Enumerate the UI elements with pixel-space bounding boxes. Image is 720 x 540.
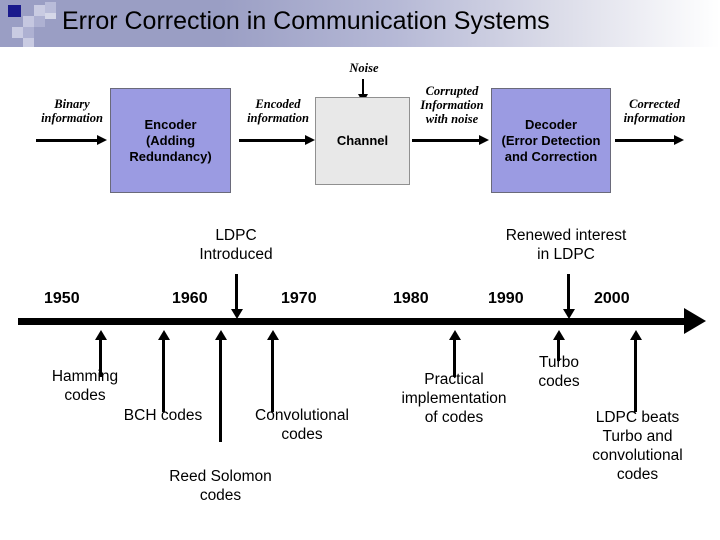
deco-square-3 bbox=[34, 5, 45, 16]
decorative-squares-logo bbox=[8, 2, 64, 47]
timeline-note-renewed-interest-ldpc: Renewed interest in LDPC bbox=[505, 227, 627, 263]
diagram-label-corrupted-information: Corrupted Information with noise bbox=[420, 84, 484, 126]
deco-square-7 bbox=[23, 27, 34, 38]
timeline-pointer-practical-implementation bbox=[448, 330, 461, 377]
timeline-year-1970: 1970 bbox=[281, 290, 317, 307]
arrow-channel-to-decoder bbox=[412, 135, 489, 145]
timeline-year-1950: 1950 bbox=[44, 290, 80, 307]
timeline-year-1990: 1990 bbox=[488, 290, 524, 307]
timeline-pointer-bch-codes bbox=[157, 330, 170, 412]
deco-square-8 bbox=[23, 38, 34, 47]
timeline-year-2000: 2000 bbox=[594, 290, 630, 307]
timeline-label-bch-codes: BCH codes bbox=[123, 407, 203, 424]
timeline-axis bbox=[18, 318, 688, 325]
timeline-pointer-ldpc-beats bbox=[629, 330, 642, 412]
block-decoder-line1: Decoder bbox=[524, 116, 578, 132]
block-channel-line1: Channel bbox=[336, 133, 389, 148]
timeline-pointer-renewed-interest-ldpc bbox=[562, 274, 575, 319]
deco-square-9 bbox=[45, 13, 56, 19]
page-title: Error Correction in Communication System… bbox=[62, 7, 550, 35]
timeline-label-reed-solomon-codes: Reed Solomon codes bbox=[169, 468, 272, 504]
deco-square-5 bbox=[45, 2, 56, 14]
timeline-note-ldpc-introduced: LDPC Introduced bbox=[199, 227, 273, 263]
arrow-encoder-to-channel bbox=[239, 135, 315, 145]
block-encoder: Encoder (Adding Redundancy) bbox=[110, 88, 231, 193]
block-encoder-line3: Redundancy) bbox=[129, 148, 212, 164]
diagram-label-corrected-information: Corrected information bbox=[623, 97, 686, 125]
timeline-label-hamming-codes: Hamming codes bbox=[51, 368, 119, 404]
timeline-label-turbo-codes: Turbo codes bbox=[538, 354, 580, 390]
timeline-pointer-convolutional-codes bbox=[266, 330, 279, 412]
block-encoder-line1: Encoder bbox=[144, 116, 197, 132]
timeline-axis-arrowhead bbox=[684, 308, 706, 334]
arrow-decoder-output bbox=[615, 135, 684, 145]
timeline-label-convolutional-codes: Convolutional codes bbox=[255, 407, 349, 443]
deco-square-1 bbox=[8, 5, 21, 17]
block-encoder-line2: (Adding bbox=[145, 132, 196, 148]
title-bar: Error Correction in Communication System… bbox=[0, 0, 720, 47]
timeline-pointer-hamming-codes bbox=[94, 330, 107, 377]
timeline-pointer-ldpc-introduced bbox=[230, 274, 243, 319]
timeline-label-practical-implementation: Practical implementation of codes bbox=[401, 371, 507, 426]
timeline-year-1980: 1980 bbox=[393, 290, 429, 307]
communication-system-block-diagram: Binary information Encoder (Adding Redun… bbox=[0, 47, 720, 212]
arrow-input-to-encoder bbox=[36, 135, 107, 145]
deco-square-4 bbox=[34, 16, 45, 27]
diagram-label-noise: Noise bbox=[349, 61, 379, 75]
block-decoder: Decoder (Error Detection and Correction bbox=[491, 88, 611, 193]
timeline-year-1960: 1960 bbox=[172, 290, 208, 307]
block-channel: Channel bbox=[315, 97, 410, 185]
block-decoder-line2: (Error Detection bbox=[501, 132, 601, 148]
arrow-noise-into-channel bbox=[358, 79, 368, 103]
timeline-label-ldpc-beats-turbo: LDPC beats Turbo and convolutional codes bbox=[592, 409, 683, 483]
deco-square-6 bbox=[12, 27, 23, 38]
block-decoder-line3: and Correction bbox=[504, 148, 598, 164]
timeline-pointer-turbo-codes bbox=[552, 330, 565, 361]
deco-square-2 bbox=[23, 16, 34, 27]
diagram-label-encoded-information: Encoded information bbox=[247, 97, 309, 125]
error-correction-timeline: 1950 1960 1970 1980 1990 2000 LDPC Intro… bbox=[0, 212, 720, 540]
timeline-pointer-reed-solomon-codes bbox=[214, 330, 227, 442]
diagram-label-binary-information: Binary information bbox=[41, 97, 103, 125]
